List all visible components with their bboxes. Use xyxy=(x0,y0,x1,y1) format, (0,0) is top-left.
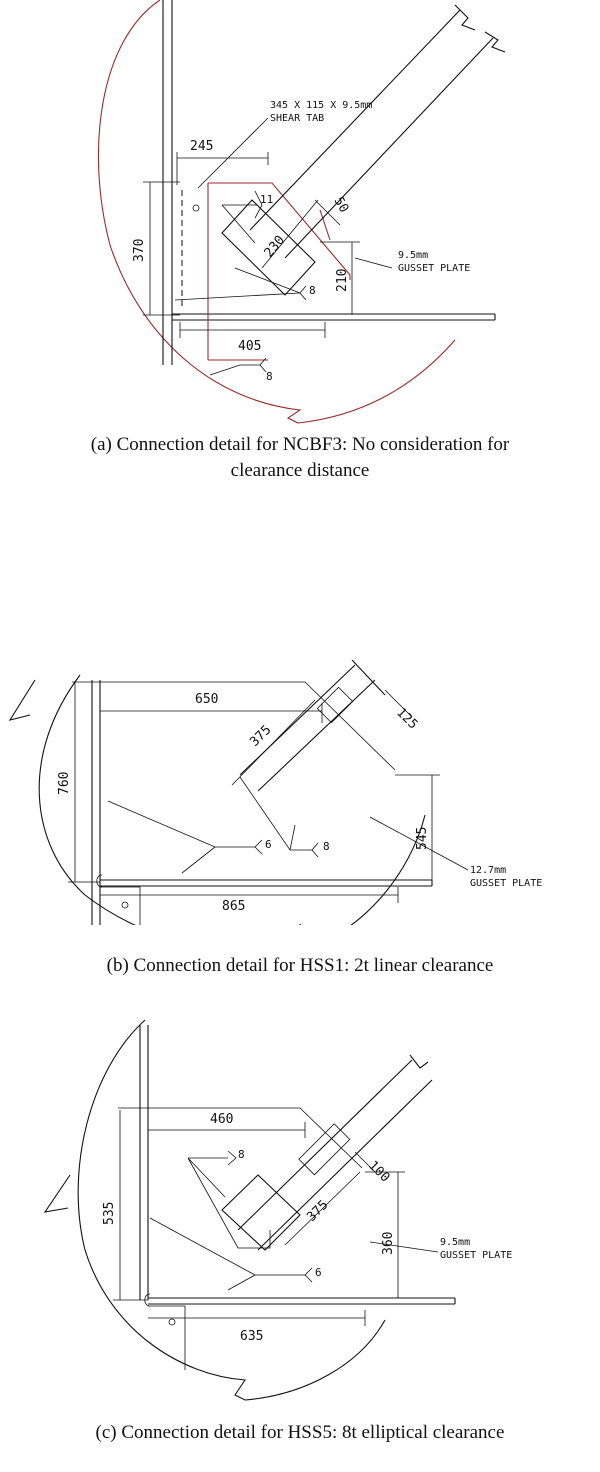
dim-a-2: 370 xyxy=(132,239,147,262)
gusset-note-a-2: GUSSET PLATE xyxy=(398,263,470,274)
detail-boundary-c xyxy=(77,1019,386,1401)
panel-a-drawing: 245 370 11 230 50 210 8 405 8 345 X 115 … xyxy=(0,0,600,425)
dim-c-7: 6 xyxy=(315,1266,322,1279)
dim-b-5: 545 xyxy=(415,827,430,850)
dim-c-1: 460 xyxy=(210,1112,233,1127)
gusset-note-b-1: 12.7mm xyxy=(470,865,506,876)
dim-c-8: 635 xyxy=(240,1329,263,1344)
dim-c-2: 8 xyxy=(238,1148,245,1161)
dim-a-7: 8 xyxy=(309,284,316,297)
gusset-note-b-2: GUSSET PLATE xyxy=(470,878,542,889)
dim-c-4: 375 xyxy=(304,1198,331,1225)
caption-b: (b) Connection detail for HSS1: 2t linea… xyxy=(106,955,494,976)
gusset-note-c-2: GUSSET PLATE xyxy=(440,1250,512,1261)
dim-b-3: 125 xyxy=(393,705,420,732)
dim-b-7: 6 xyxy=(265,838,272,851)
dim-a-5: 50 xyxy=(331,195,352,216)
gusset-note-a-1: 9.5mm xyxy=(398,250,428,261)
dim-c-6: 360 xyxy=(381,1232,396,1255)
gusset-note-c-1: 9.5mm xyxy=(440,1237,470,1248)
panel-c-drawing: 460 8 100 375 535 360 6 635 9.5mm GUSSET… xyxy=(0,990,600,1410)
shear-tab-note-1: 345 X 115 X 9.5mm xyxy=(270,100,372,111)
caption-c: (c) Connection detail for HSS5: 8t ellip… xyxy=(95,1422,505,1443)
dim-a-4: 230 xyxy=(262,233,289,261)
shear-tab-note-2: SHEAR TAB xyxy=(270,113,324,124)
panel-b-drawing: 650 375 125 760 545 8 6 865 12.7mm GUSSE… xyxy=(0,495,600,925)
dim-a-3: 11 xyxy=(260,193,273,206)
dim-a-1: 245 xyxy=(190,139,213,154)
dim-a-9: 8 xyxy=(266,370,273,383)
dim-b-1: 650 xyxy=(195,692,218,707)
dim-a-8: 405 xyxy=(238,339,261,354)
dim-c-5: 535 xyxy=(102,1202,117,1225)
dim-b-8: 865 xyxy=(222,899,245,914)
caption-a: (a) Connection detail for NCBF3: No cons… xyxy=(90,434,510,481)
dim-a-6: 210 xyxy=(335,269,350,292)
dim-b-4: 760 xyxy=(57,772,72,795)
detail-boundary-b xyxy=(38,674,426,925)
dim-b-6: 8 xyxy=(323,840,330,853)
detail-boundary xyxy=(97,0,456,424)
